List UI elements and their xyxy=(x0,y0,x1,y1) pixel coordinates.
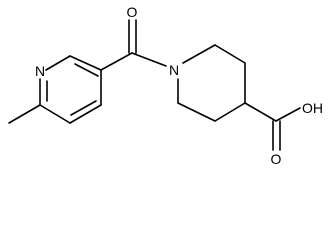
bond xyxy=(177,102,216,122)
bond xyxy=(45,55,71,71)
bond xyxy=(214,44,246,64)
pyridine-ring xyxy=(39,55,102,124)
bond xyxy=(70,100,97,116)
bond xyxy=(69,55,102,71)
atom-label-acid-o: O xyxy=(271,151,282,167)
bond xyxy=(244,102,277,122)
piperidine-ring xyxy=(177,44,246,122)
bond xyxy=(69,104,102,124)
bond xyxy=(39,104,71,124)
bond xyxy=(182,44,216,64)
atom-label-pyridine-n: N xyxy=(35,63,45,79)
bond xyxy=(131,52,167,67)
atom-label-hydroxyl: OH xyxy=(302,100,323,116)
atom-label-carbonyl-o: O xyxy=(127,4,138,20)
bond xyxy=(74,63,99,77)
bond xyxy=(100,52,133,71)
atom-label-piperidine-n: N xyxy=(169,62,179,78)
hydroxyl-bond xyxy=(275,107,301,122)
chemical-structure: N N O OH O xyxy=(8,4,323,167)
bond xyxy=(214,102,246,122)
methyl-bond xyxy=(8,104,41,124)
